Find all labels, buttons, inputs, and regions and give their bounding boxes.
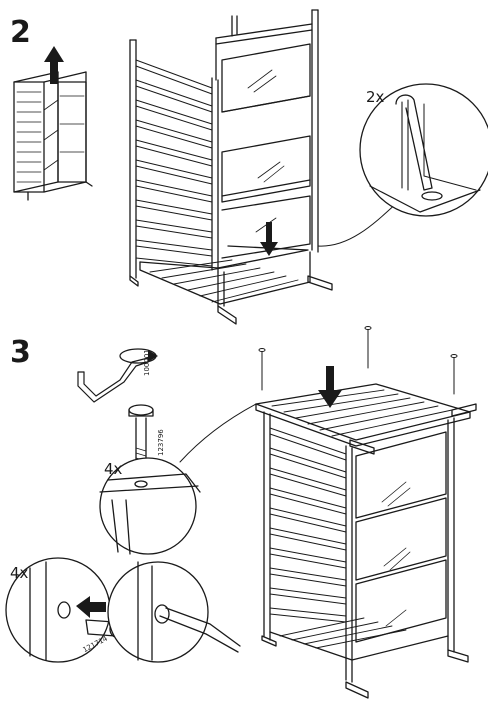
step2-frame <box>129 9 333 325</box>
step3-cabinet <box>255 326 477 699</box>
bolt-icon <box>258 326 458 395</box>
arrow-left-icon <box>76 596 106 618</box>
part-number-allen-key: 100001 <box>143 349 151 376</box>
rotate-icon <box>119 348 158 364</box>
arrow-down-icon <box>318 366 342 408</box>
allen-key-icon <box>77 357 149 403</box>
step2-overview-frame <box>13 71 93 201</box>
arrow-down-icon <box>260 222 278 256</box>
step2-detail-circle <box>359 83 488 217</box>
quantity-label: 4x <box>104 460 123 478</box>
quantity-label: 4x <box>10 564 29 582</box>
step-number: 3 <box>10 335 31 370</box>
screwdriver-detail-circle <box>107 561 241 663</box>
bolt-detail-circle <box>99 457 201 555</box>
arrow-up-icon <box>44 46 64 84</box>
quantity-label: 2x <box>366 88 385 106</box>
step-number: 2 <box>10 15 31 50</box>
bolt-callout-leader <box>179 403 257 463</box>
step2-callout-leader <box>317 199 401 247</box>
part-number-bolt: 123796 <box>157 429 165 456</box>
